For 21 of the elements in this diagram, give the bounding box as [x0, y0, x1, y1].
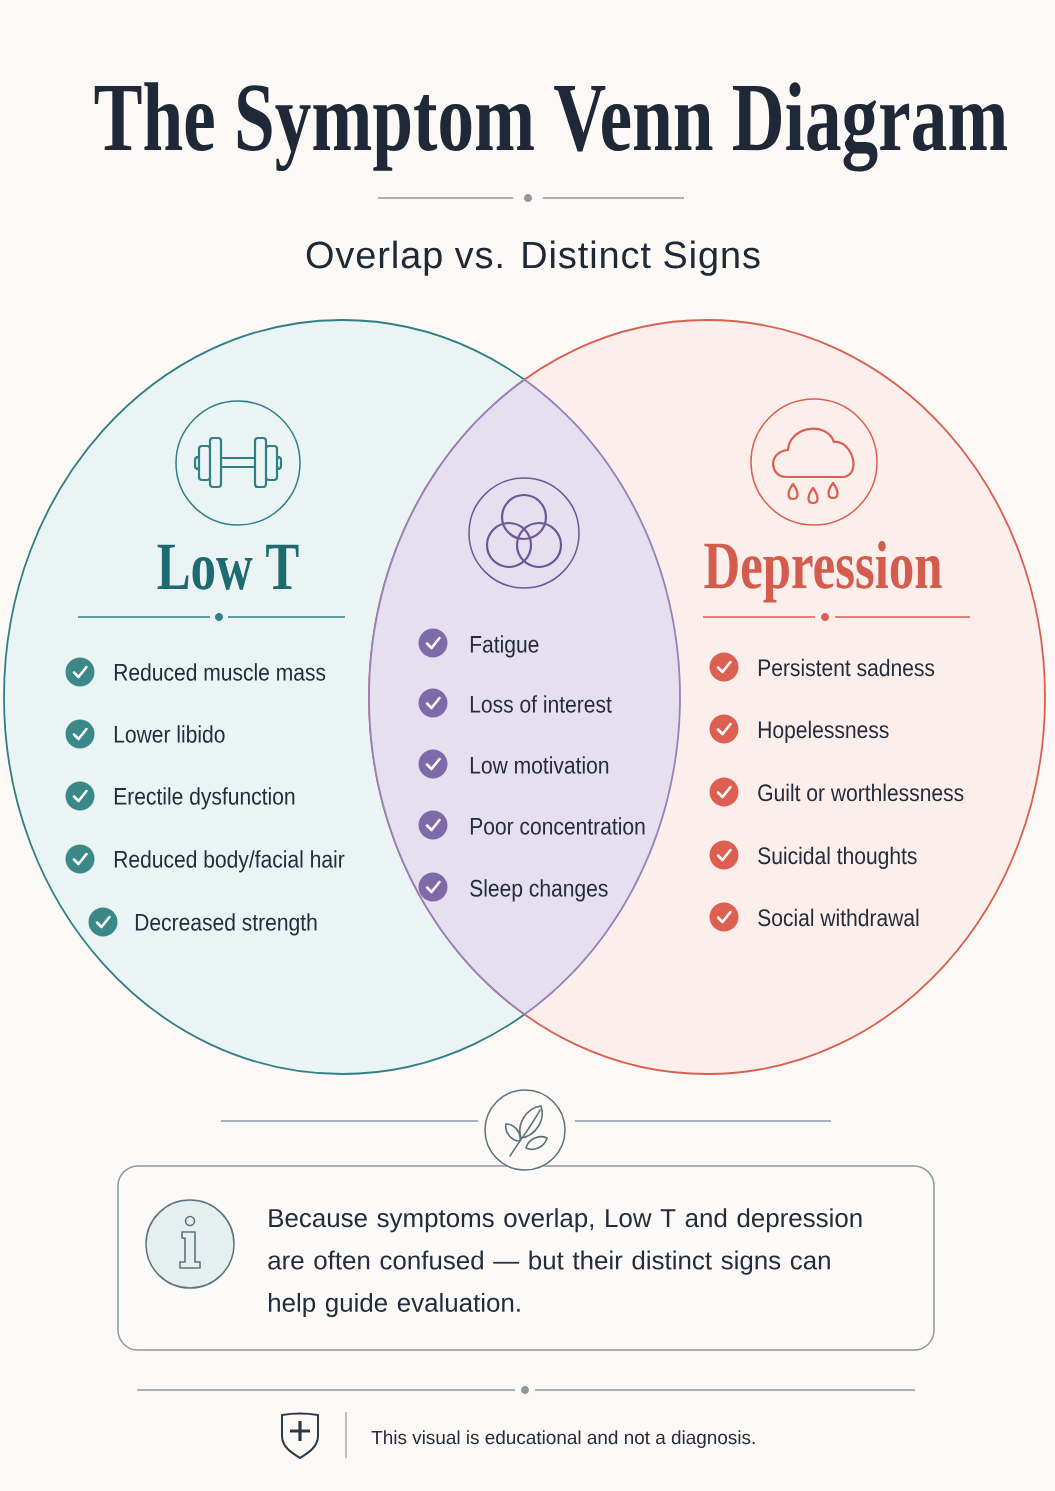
list-item: Decreased strength: [135, 913, 317, 936]
list-item: Persistent sadness: [758, 658, 935, 677]
list-item: Lower libido: [114, 725, 225, 743]
list-item: Guilt or worthlessness: [758, 783, 964, 802]
title: The Symptom Venn Diagram: [94, 82, 1008, 172]
heading: Low T: [157, 544, 299, 590]
footer-note: This visual is educational and not a diagnosis.: [371, 1430, 755, 1448]
list-item: Erectile dysfunction: [114, 787, 295, 810]
list-item: Fatigue: [470, 635, 539, 658]
list-item: Loss of interest: [470, 695, 612, 713]
list-item: Hopelessness: [758, 720, 889, 743]
list-item: Suicidal thoughts: [758, 846, 917, 869]
list-item: Poor concentration: [470, 817, 645, 835]
list-item: Low motivation: [470, 756, 609, 774]
subtitle: Overlap vs. Distinct Signs: [306, 240, 760, 276]
heading: Depression: [704, 541, 942, 603]
note-box: Because symptoms overlap, Low T and depression are often confused — but their distinct signs can help guide evaluation.: [117, 1165, 935, 1351]
list-item: Reduced muscle mass: [114, 663, 326, 681]
list-item: Reduced body/facial hair: [114, 850, 345, 873]
list-item: Social withdrawal: [758, 908, 919, 927]
list-item: Sleep changes: [470, 879, 608, 902]
